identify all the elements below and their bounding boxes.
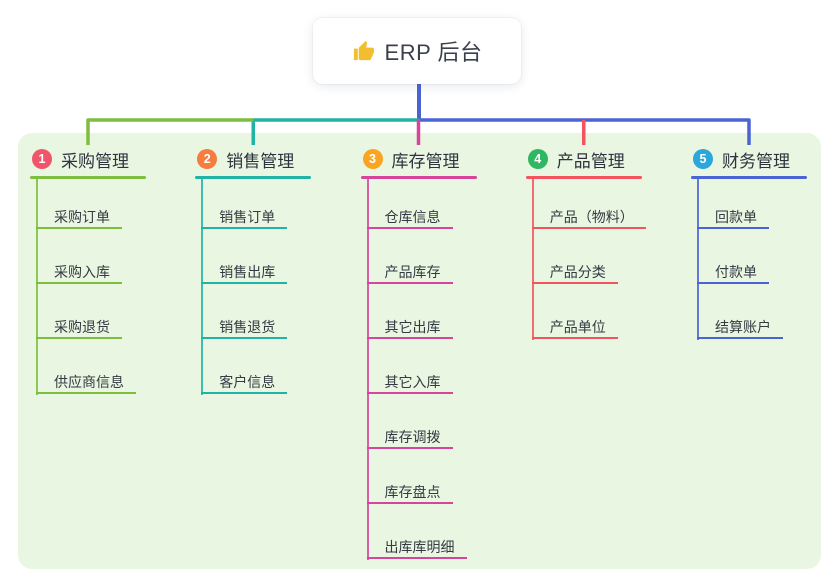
branch-tree-line <box>36 179 38 395</box>
branch-number-badge: 1 <box>32 149 52 169</box>
child-topic[interactable]: 仓库信息 <box>366 206 453 229</box>
branch-underline <box>195 176 312 179</box>
child-topic[interactable]: 库存盘点 <box>366 481 453 504</box>
child-topic-label: 采购入库 <box>54 264 110 280</box>
branches-panel <box>18 133 821 569</box>
branch-number-badge: 3 <box>362 149 383 169</box>
branch-underline <box>360 176 477 179</box>
branch-underline <box>30 176 146 179</box>
branch-number-badge: 2 <box>197 149 218 169</box>
child-topic-label: 仓库信息 <box>384 209 441 225</box>
child-topic-label: 付款单 <box>715 264 757 280</box>
child-topic[interactable]: 产品分类 <box>531 261 618 284</box>
child-topic-label: 销售订单 <box>219 209 276 225</box>
branch-tree-line <box>697 179 699 340</box>
root-node[interactable]: ERP 后台 <box>313 18 521 84</box>
child-topic[interactable]: 回款单 <box>697 206 769 229</box>
branch-number-badge: 4 <box>527 149 548 169</box>
child-topic-label: 库存调拨 <box>384 429 441 445</box>
child-topic-label: 销售退货 <box>219 319 276 335</box>
branch-label: 财务管理 <box>722 151 790 171</box>
branch-underline <box>525 176 642 179</box>
child-topic[interactable]: 产品（物料） <box>531 206 646 229</box>
child-topic-label: 库存盘点 <box>384 484 441 500</box>
child-topic-label: 回款单 <box>715 209 757 225</box>
child-topic-label: 产品（物料） <box>549 209 634 225</box>
child-topic-label: 出库库明细 <box>384 539 455 555</box>
child-topic[interactable]: 产品单位 <box>531 316 618 339</box>
child-topic-label: 销售出库 <box>219 264 276 280</box>
child-topic[interactable]: 结算账户 <box>697 316 783 339</box>
child-topic[interactable]: 采购订单 <box>36 206 122 229</box>
child-topic[interactable]: 销售退货 <box>201 316 288 339</box>
branch-3: 3 库存管理 仓库信息 产品库存 其它出库 其它入库 库存调拨 库存盘点 出库库… <box>360 147 477 560</box>
child-topic[interactable]: 付款单 <box>697 261 769 284</box>
branch-topic[interactable]: 4 产品管理 <box>526 147 642 171</box>
child-topic-label: 产品库存 <box>384 264 441 280</box>
child-topic[interactable]: 库存调拨 <box>366 426 453 449</box>
branch-tree-line <box>531 179 534 340</box>
child-topic[interactable]: 销售订单 <box>201 206 288 229</box>
branch-label: 采购管理 <box>61 151 129 171</box>
branch-number-badge: 5 <box>693 149 713 169</box>
child-topic-label: 其它入库 <box>384 374 441 390</box>
branch-tree-line <box>201 179 204 395</box>
child-topic-label: 采购退货 <box>54 319 110 335</box>
child-topic[interactable]: 客户信息 <box>201 371 288 394</box>
child-topic-label: 结算账户 <box>715 319 771 335</box>
child-topic[interactable]: 供应商信息 <box>36 371 136 394</box>
child-topic-label: 其它出库 <box>384 319 441 335</box>
child-topic-label: 客户信息 <box>219 374 276 390</box>
branch-topic[interactable]: 5 财务管理 <box>691 147 807 171</box>
branch-5: 5 财务管理 回款单 付款单 结算账户 <box>691 147 807 340</box>
branch-label: 产品管理 <box>556 151 625 171</box>
branch-2: 2 销售管理 销售订单 销售出库 销售退货 客户信息 <box>195 147 312 395</box>
child-topic[interactable]: 采购入库 <box>36 261 122 284</box>
root-label: ERP 后台 <box>384 40 483 65</box>
branch-label: 销售管理 <box>226 151 295 171</box>
child-topic[interactable]: 产品库存 <box>366 261 453 284</box>
child-topic-label: 供应商信息 <box>54 374 124 390</box>
child-topic-label: 采购订单 <box>54 209 110 225</box>
child-topic[interactable]: 其它出库 <box>366 316 453 339</box>
thumbs-up-icon <box>353 40 374 60</box>
child-topic[interactable]: 采购退货 <box>36 316 122 339</box>
branch-label: 库存管理 <box>391 151 460 171</box>
child-topic[interactable]: 出库库明细 <box>366 536 467 559</box>
branch-underline <box>691 176 807 179</box>
branch-topic[interactable]: 3 库存管理 <box>361 147 477 171</box>
branch-4: 4 产品管理 产品（物料） 产品分类 产品单位 <box>525 147 646 340</box>
branch-tree-line <box>366 179 369 560</box>
child-topic-label: 产品分类 <box>549 264 606 280</box>
child-topic[interactable]: 其它入库 <box>366 371 453 394</box>
child-topic-label: 产品单位 <box>549 319 606 335</box>
child-topic[interactable]: 销售出库 <box>201 261 288 284</box>
branch-topic[interactable]: 2 销售管理 <box>195 147 311 171</box>
branch-1: 1 采购管理 采购订单 采购入库 采购退货 供应商信息 <box>30 147 146 395</box>
branch-topic[interactable]: 1 采购管理 <box>30 147 146 171</box>
